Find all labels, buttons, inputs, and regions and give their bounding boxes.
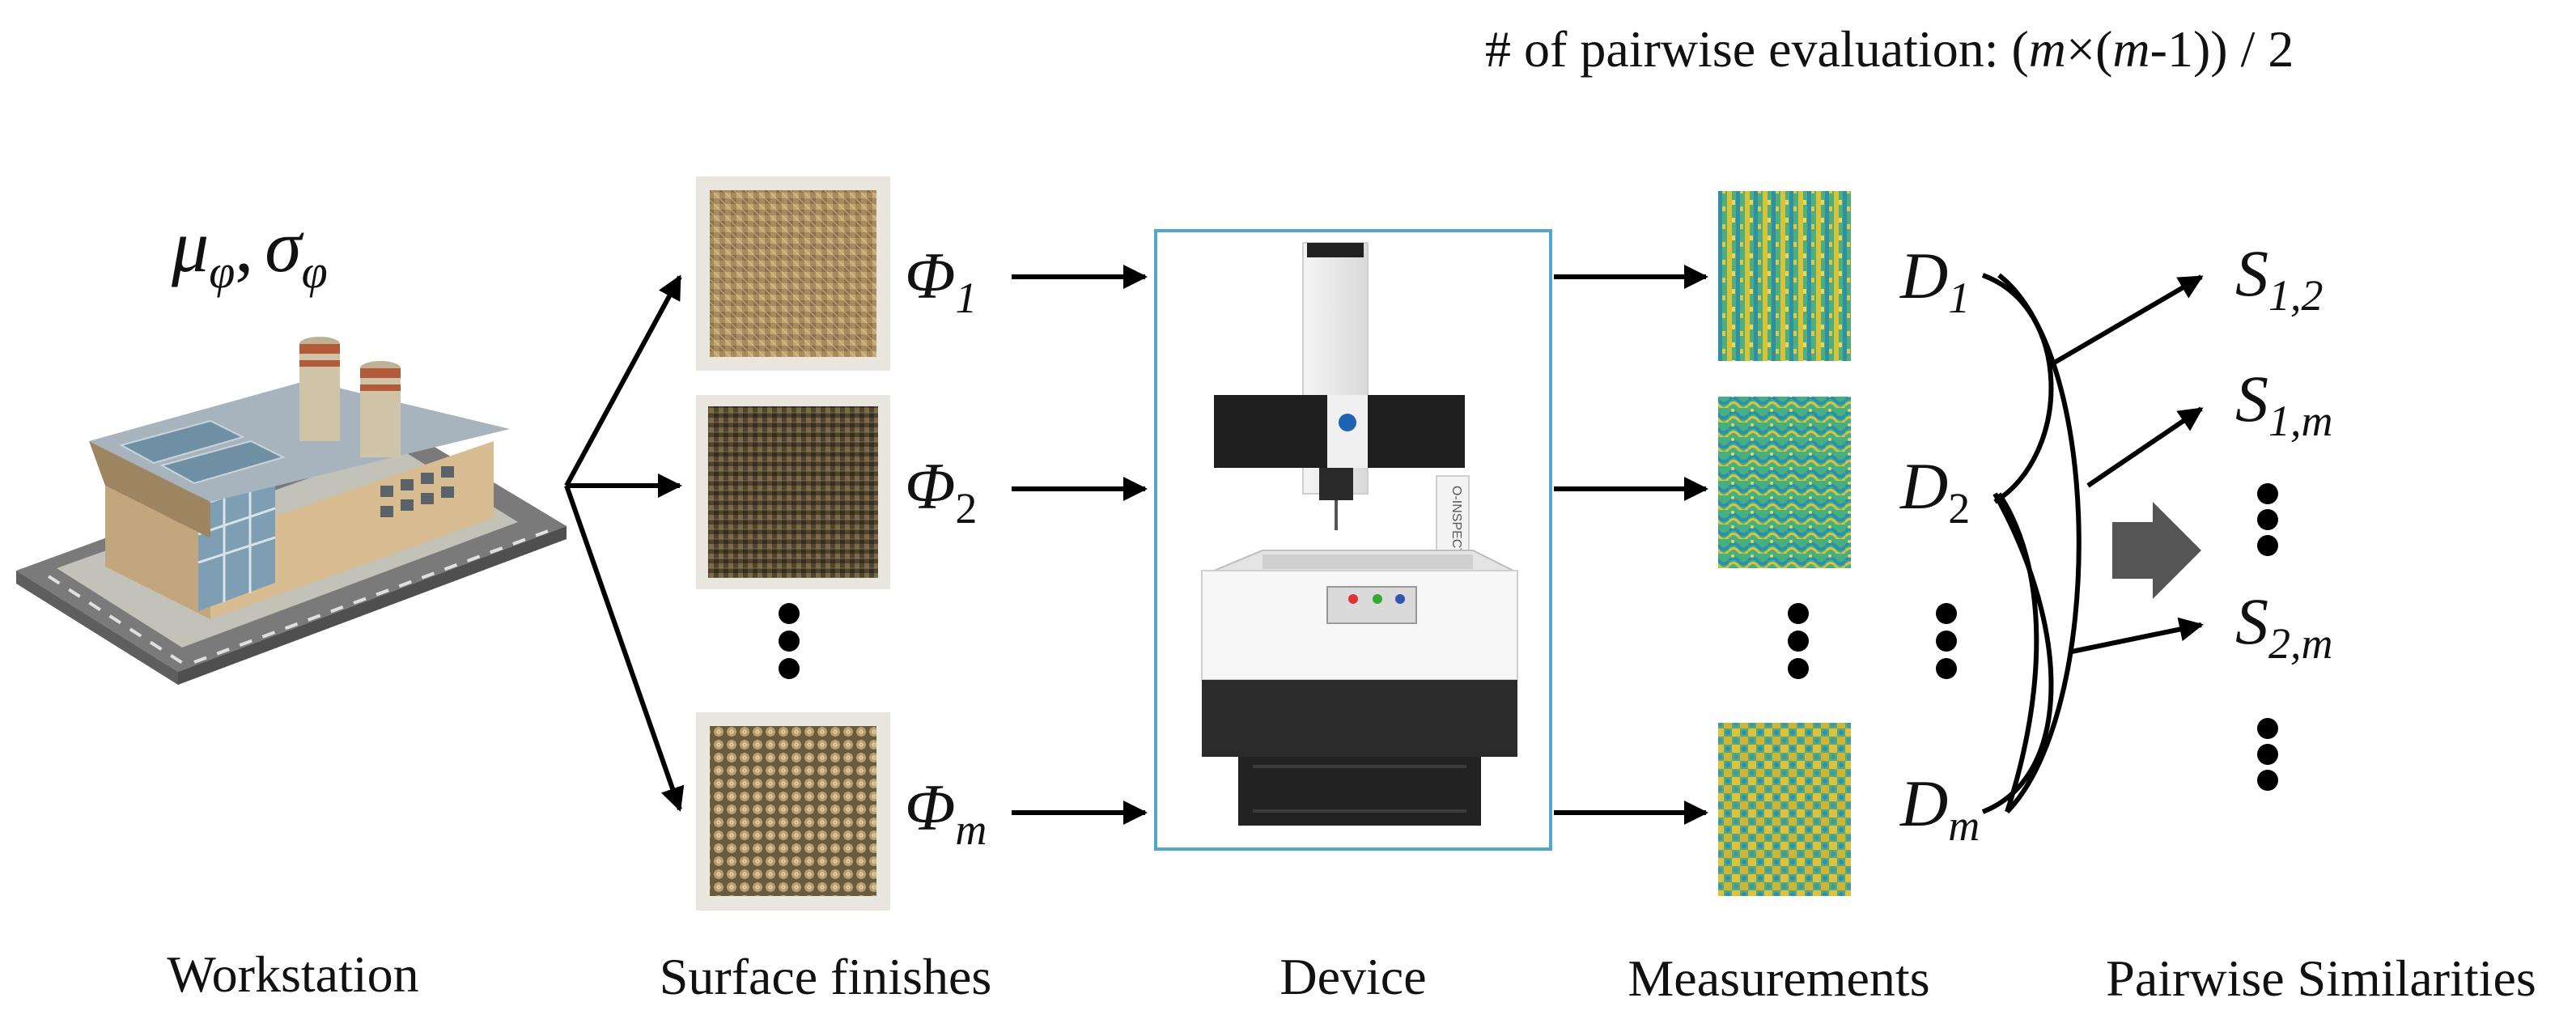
sigma-subscript: φ xyxy=(302,245,328,298)
measurement-caption: Measurements xyxy=(1628,949,1929,1007)
similarity-label-12: S1,2 xyxy=(2235,236,2323,320)
mu-subscript: φ xyxy=(209,245,235,298)
similarity-label-2m: S2,m xyxy=(2235,584,2333,668)
surface-caption: Surface finishes xyxy=(660,948,992,1005)
surface-label-m: Φm xyxy=(905,771,987,854)
phi-sub: 1 xyxy=(955,274,977,322)
d-sub: 2 xyxy=(1948,484,1970,533)
measurement-label-1: D1 xyxy=(1899,239,1970,322)
formula-m1: m xyxy=(2029,20,2066,78)
phi-base: Φ xyxy=(905,449,955,523)
surface-ellipsis xyxy=(779,603,800,679)
arrow-to-phim xyxy=(564,485,685,812)
pairwise-formula: # of pairwise evaluation: (m×(m-1)) / 2 xyxy=(1485,20,2294,78)
brand-logo xyxy=(1339,414,1356,431)
measurement-ellipsis xyxy=(1788,603,1957,679)
similarity-caption: Pairwise Similarities xyxy=(2106,949,2536,1007)
s-sub: 2,m xyxy=(2268,619,2333,668)
measurement-map-1 xyxy=(1718,191,1851,361)
d-base: D xyxy=(1899,239,1948,312)
s-base: S xyxy=(2235,236,2268,310)
param-comma: , xyxy=(235,205,253,287)
surface-label-2: Φ2 xyxy=(905,449,977,533)
similarity-ellipsis xyxy=(2257,483,2278,791)
d-base: D xyxy=(1899,449,1948,523)
pairing-brackets xyxy=(1981,273,2082,814)
mu-symbol: μ xyxy=(171,205,209,287)
sigma-symbol: σ xyxy=(265,205,304,287)
fanout-arrows xyxy=(564,274,685,812)
input-arrows xyxy=(1012,265,1148,825)
measurement-label-m: Dm xyxy=(1899,767,1980,850)
device-caption: Device xyxy=(1280,948,1426,1005)
d-sub: 1 xyxy=(1948,274,1970,322)
factory-icon xyxy=(16,337,567,685)
phi-sub: m xyxy=(955,805,987,854)
formula-prefix: # of pairwise evaluation: ( xyxy=(1485,20,2029,78)
phi-sub: 2 xyxy=(955,484,977,533)
measurement-labels: D1 D2 Dm xyxy=(1899,239,1980,850)
big-arrow xyxy=(2112,502,2201,599)
similarity-label-1m: S1,m xyxy=(2235,362,2333,445)
model-text: O-INSPECT xyxy=(1449,486,1463,556)
measurement-map-2 xyxy=(1718,397,1851,568)
similarity-labels: S1,2 S1,m S2,m xyxy=(2235,236,2333,668)
formula-times: ×( xyxy=(2066,20,2112,78)
device-panel: O-INSPECT xyxy=(1154,229,1552,851)
distribution-params: μφ,σφ xyxy=(171,205,328,298)
formula-m2: m xyxy=(2112,20,2149,78)
measurement-maps xyxy=(1718,191,1851,896)
arrow-to-phi1 xyxy=(564,274,682,487)
surface-label-1: Φ1 xyxy=(905,239,977,322)
d-sub: m xyxy=(1948,801,1980,850)
phi-base: Φ xyxy=(905,771,955,844)
d-base: D xyxy=(1899,767,1948,840)
surface-labels: Φ1 Φ2 Φm xyxy=(905,239,987,854)
phi-base: Φ xyxy=(905,239,955,312)
s-base: S xyxy=(2235,362,2268,435)
similarity-arrows xyxy=(2050,274,2204,654)
workstation-caption: Workstation xyxy=(167,945,418,1003)
s-sub: 1,2 xyxy=(2268,271,2323,320)
surface-swatches xyxy=(696,176,890,911)
output-arrows xyxy=(1554,265,1708,825)
s-base: S xyxy=(2235,584,2268,658)
measurement-label-2: D2 xyxy=(1899,449,1970,533)
measurement-map-m xyxy=(1718,723,1851,896)
formula-suffix: -1)) / 2 xyxy=(2150,20,2294,78)
s-sub: 1,m xyxy=(2268,397,2333,445)
cmm-machine-icon: O-INSPECT xyxy=(1201,242,1518,826)
